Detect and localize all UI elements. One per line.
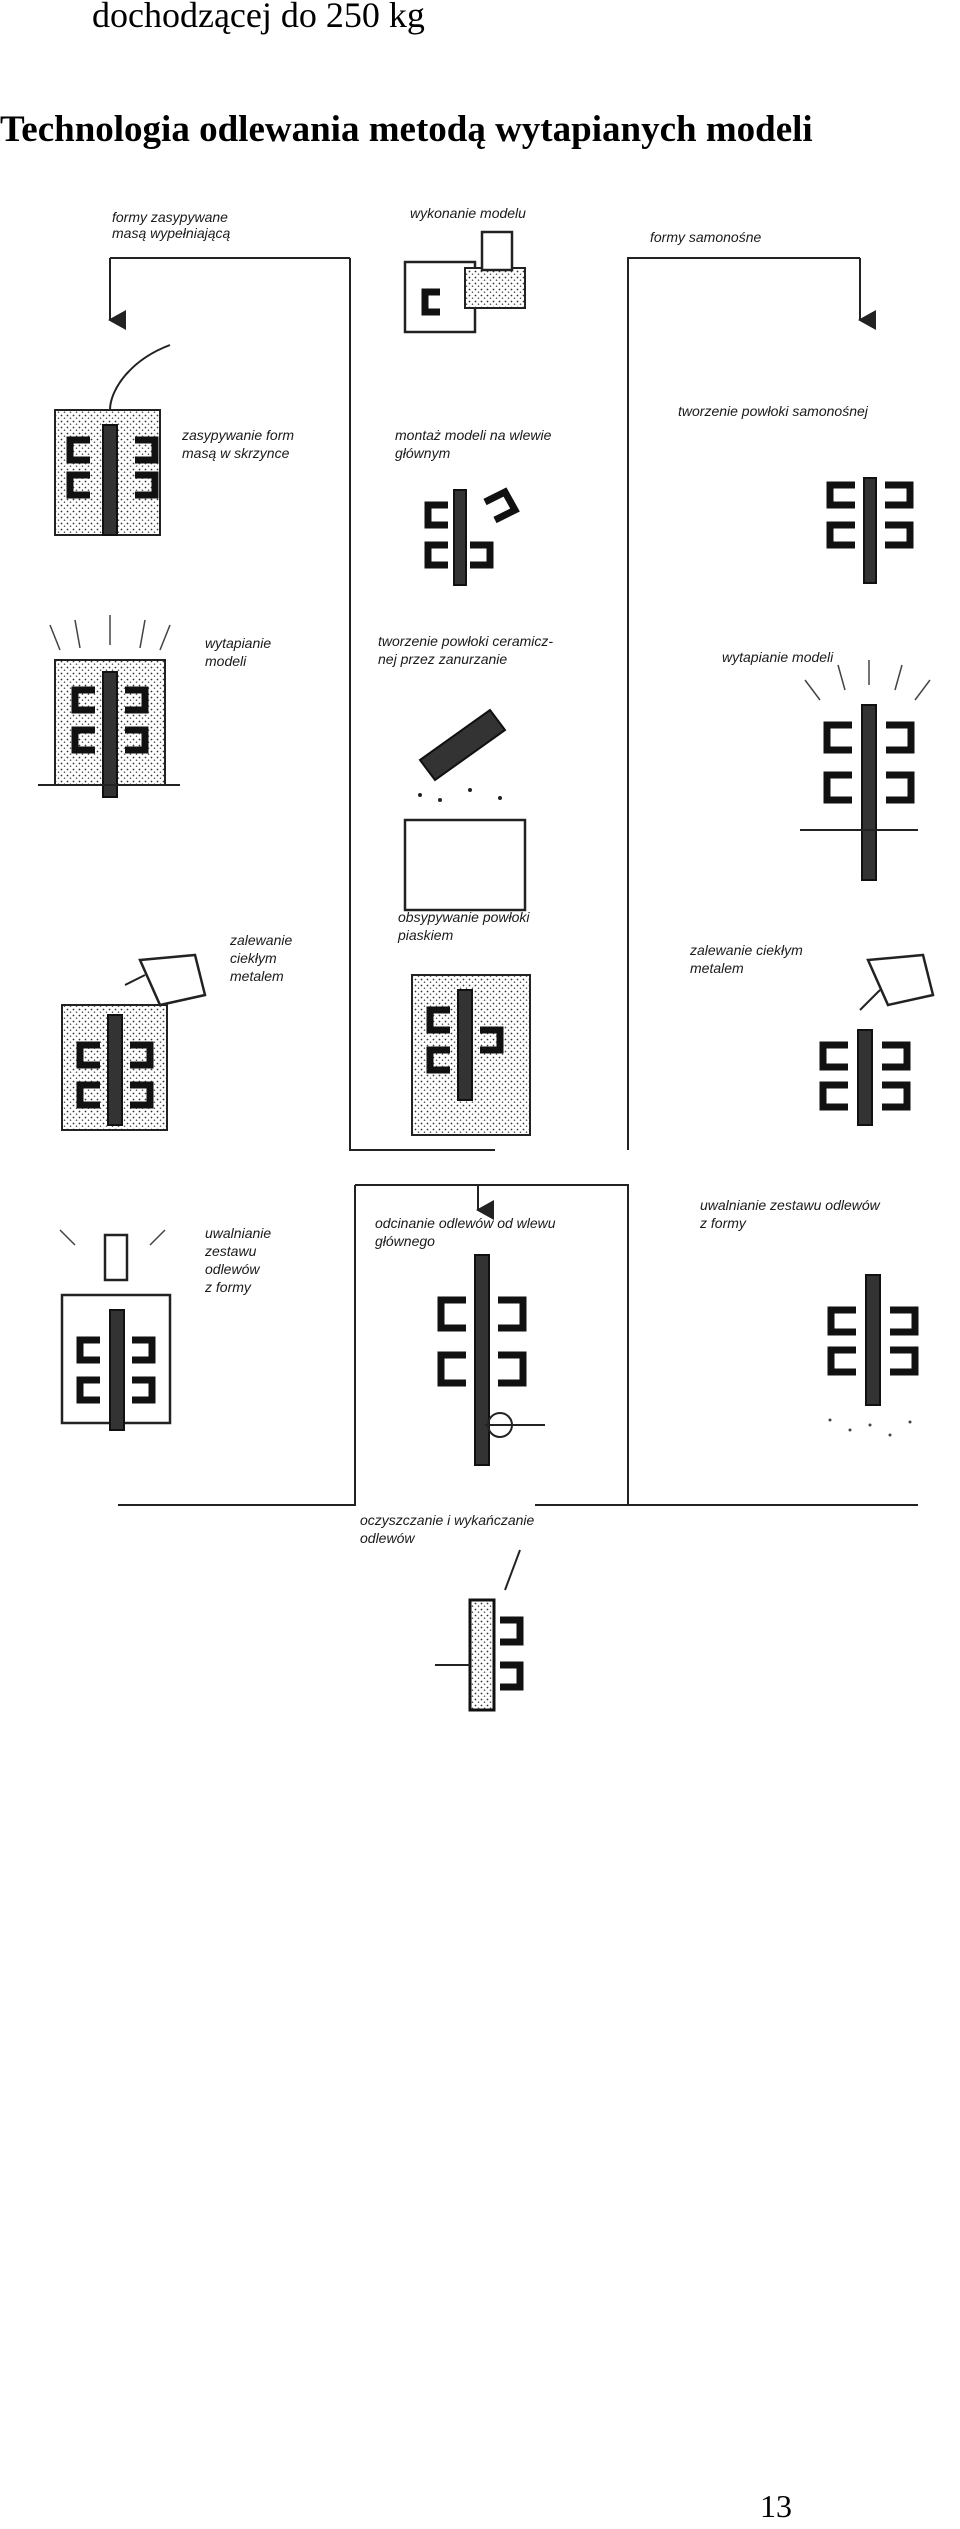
text-fragment: dochodzącej do 250 kg xyxy=(92,0,425,35)
label-wykonanie-modelu: wykonanie modelu xyxy=(410,205,526,221)
label-formy-samonosne: formy samonośne xyxy=(650,229,761,245)
illustration-cut-off xyxy=(437,1254,545,1466)
page-number: 13 xyxy=(760,2488,792,2524)
illustration-wax-melting-left xyxy=(38,615,180,798)
label-wytapianie-modeli-right: wytapianie modeli xyxy=(722,649,834,665)
illustration-pouring-left xyxy=(61,953,207,1131)
illustration-shell-forming xyxy=(826,477,914,584)
illustration-flask-filling xyxy=(54,344,171,536)
label-tworzenie-powloki-ceramicznej: tworzenie powłoki ceramicz-nej przez zan… xyxy=(378,633,553,667)
illustration-sand-stuccoing xyxy=(411,974,531,1136)
illustration-shakeout-left xyxy=(59,1229,172,1431)
illustration-shakeout-right xyxy=(827,1274,919,1437)
label-tworzenie-powloki-samonosnej: tworzenie powłoki samonośnej xyxy=(678,403,869,419)
illustration-finishing xyxy=(435,1549,524,1712)
section-heading: Technologia odlewania metodą wytapianych… xyxy=(0,109,813,150)
illustration-pouring-right xyxy=(819,953,935,1126)
flow-lines xyxy=(108,257,918,1506)
illustration-ceramic-dipping xyxy=(403,708,527,912)
illustration-wax-melting-right xyxy=(800,660,931,881)
illustration-model-making xyxy=(403,230,526,334)
illustration-model-assembly xyxy=(424,487,520,586)
